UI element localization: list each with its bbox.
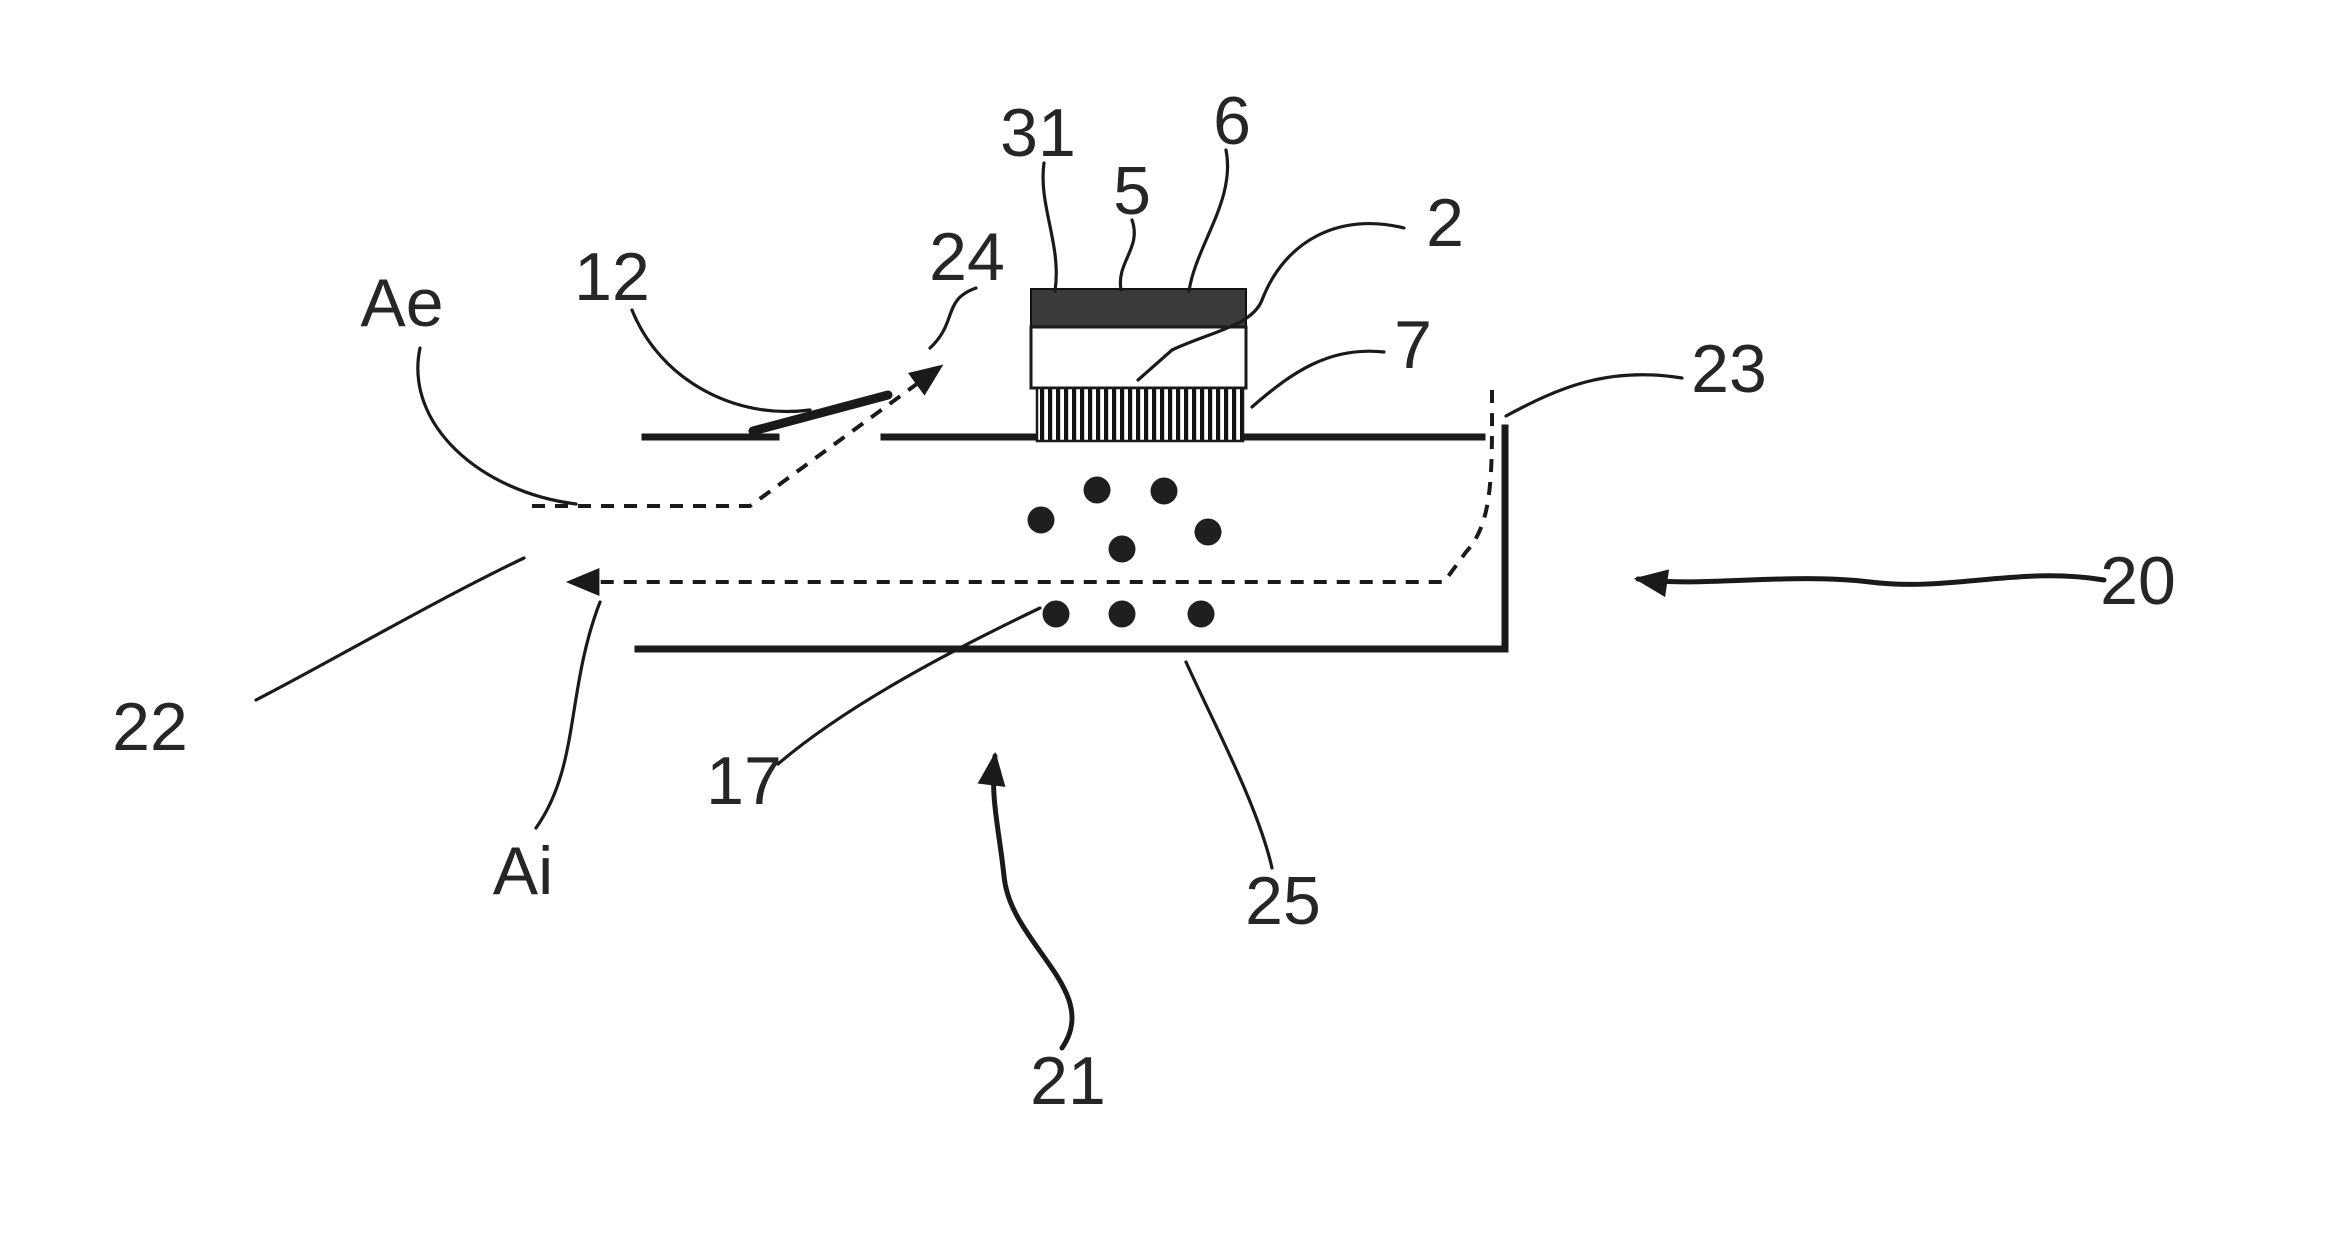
exhaust-air-path [532,364,944,508]
duct-right-and-bottom-wall [634,424,1509,653]
leader-lines [254,148,1684,870]
label-ai: Ai [493,833,553,909]
leader-12 [630,308,812,414]
flow-arrows [977,569,2107,1051]
label-6: 6 [1213,83,1251,159]
particles [1027,476,1222,628]
leader-31 [1041,161,1058,293]
particle [1108,600,1136,628]
leader-23 [1504,373,1684,418]
leader-6 [1187,148,1230,293]
label-12: 12 [574,239,650,315]
leader-24 [928,286,978,350]
flap-valve [748,390,893,436]
label-24: 24 [929,219,1005,295]
label-ae: Ae [360,265,443,341]
particle [1194,518,1222,546]
label-2: 2 [1426,185,1464,261]
particle [1083,476,1111,504]
particle [1042,600,1070,628]
label-7: 7 [1394,307,1432,383]
label-21: 21 [1030,1043,1106,1119]
leader-2 [1136,222,1406,382]
leader-ai [534,600,602,830]
particle [1150,477,1178,505]
particle [1027,506,1055,534]
upward-flow-arrow [977,751,1075,1051]
leader-7 [1250,349,1386,409]
leader-17 [776,606,1042,766]
particle [1187,600,1215,628]
leader-5 [1118,218,1136,292]
leader-25 [1184,660,1274,870]
intake-air-path [565,389,1495,596]
label-23: 23 [1691,331,1767,407]
sensor-cap-layer [1030,288,1247,328]
inlet-flow-arrow [1633,569,2107,598]
airflow-paths [532,364,1495,596]
leader-ae [416,346,578,506]
particle [1108,535,1136,563]
label-25: 25 [1245,863,1321,939]
labels: 31 6 5 2 24 12 Ae 7 23 20 22 17 Ai 25 21 [112,83,2176,1119]
label-31: 31 [1000,95,1076,171]
leader-22 [254,556,526,702]
label-17: 17 [706,743,782,819]
label-5: 5 [1113,153,1151,229]
label-20: 20 [2100,543,2176,619]
label-22: 22 [112,689,188,765]
sensor-stack [1029,288,1248,443]
sensor-electrode-layer [1035,386,1245,443]
